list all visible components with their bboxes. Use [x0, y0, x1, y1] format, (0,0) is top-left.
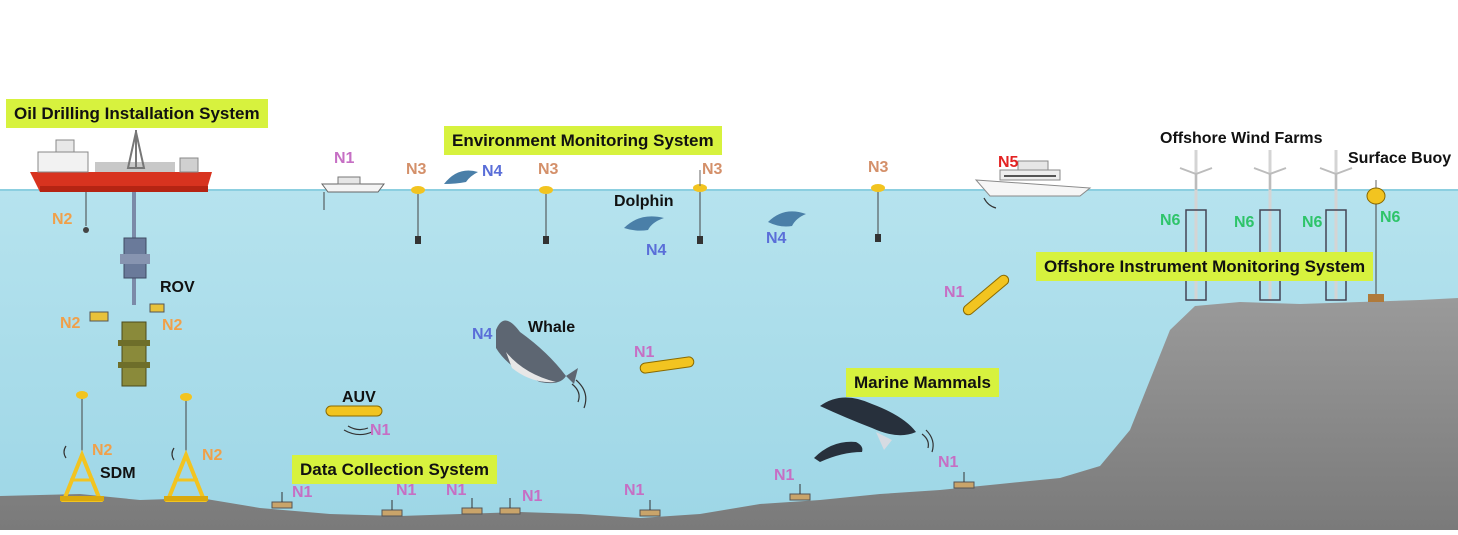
offshore-wind-farms-label: Offshore Wind Farms: [1160, 130, 1323, 147]
node-n2-label: N2: [202, 447, 223, 464]
seabed: [0, 298, 1458, 530]
seabed-node-icon: [639, 500, 661, 517]
seabed-node-icon: [789, 484, 811, 501]
node-n2-label: N2: [60, 315, 81, 332]
env-buoy-icon: [693, 170, 707, 244]
node-n4-label: N4: [482, 163, 503, 180]
node-n1-label: N1: [774, 467, 795, 484]
env-buoy-icon: [539, 186, 553, 244]
node-n1-label: N1: [370, 422, 391, 439]
oil-drilling-system-label: Oil Drilling Installation System: [6, 99, 268, 128]
node-n1-label: N1: [624, 482, 645, 499]
rov-label: ROV: [160, 279, 195, 296]
seabed-node-icon: [381, 500, 403, 517]
surface-buoy-label: Surface Buoy: [1348, 150, 1452, 167]
ship-sensor-icon: [83, 227, 89, 233]
env-buoy-icon: [411, 186, 425, 244]
whale-icon: [496, 320, 578, 384]
node-n1-label: N1: [334, 150, 355, 167]
node-n4-label: N4: [646, 242, 667, 259]
wellhead-icon: [118, 321, 150, 387]
node-n1-label: N1: [944, 284, 965, 301]
node-n6-label: N6: [1234, 214, 1255, 231]
signal-waves-icon: [63, 197, 997, 461]
drilling-ship-icon: [30, 130, 212, 192]
yacht-icon: [974, 160, 1092, 197]
node-n1-label: N1: [938, 454, 959, 471]
auv-icon: [639, 356, 695, 374]
whale-label: Whale: [528, 319, 576, 336]
environment-monitoring-system-label: Environment Monitoring System: [444, 126, 722, 155]
auv-icon: [325, 405, 383, 417]
data-collection-system-label: Data Collection System: [292, 455, 497, 484]
node-n5-label: N5: [998, 154, 1019, 171]
seabed-node-icon: [499, 498, 521, 515]
humpback-whale-icon: [814, 441, 863, 462]
dolphin-icon: [624, 216, 664, 231]
node-n2-label: N2: [52, 211, 73, 228]
seabed-node-icon: [461, 498, 483, 515]
sdm-tripod-icon: [60, 391, 104, 502]
node-n6-label: N6: [1302, 214, 1323, 231]
seabed-node-icon: [271, 492, 293, 509]
marine-mammals-label: Marine Mammals: [846, 368, 999, 397]
node-n3-label: N3: [702, 161, 723, 178]
auv-icon: [962, 274, 1010, 316]
sdm-label: SDM: [100, 465, 136, 482]
surface-buoy-icon: [1366, 180, 1386, 302]
humpback-whale-icon: [820, 397, 916, 450]
offshore-instrument-monitoring-system-label: Offshore Instrument Monitoring System: [1036, 252, 1374, 281]
small-boat-icon: [321, 176, 385, 210]
node-n1-label: N1: [522, 488, 543, 505]
node-n6-label: N6: [1380, 209, 1401, 226]
node-n3-label: N3: [538, 161, 559, 178]
node-n4-label: N4: [472, 326, 493, 343]
dolphin-icon: [444, 170, 478, 184]
node-n3-label: N3: [868, 159, 889, 176]
rov-icon: [120, 237, 150, 279]
dolphin-label: Dolphin: [614, 193, 674, 210]
node-n4-label: N4: [766, 230, 787, 247]
sdm-tripod-icon: [164, 393, 208, 502]
node-n2-label: N2: [92, 442, 113, 459]
node-n1-label: N1: [292, 484, 313, 501]
node-n3-label: N3: [406, 161, 427, 178]
dolphin-icon: [768, 211, 806, 227]
rov-vehicle-icon: [89, 303, 165, 322]
node-n1-label: N1: [396, 482, 417, 499]
seabed-node-icon: [953, 472, 975, 489]
env-buoy-icon: [871, 184, 885, 242]
node-n2-label: N2: [162, 317, 183, 334]
node-n6-label: N6: [1160, 212, 1181, 229]
node-n1-label: N1: [446, 482, 467, 499]
node-n1-label: N1: [634, 344, 655, 361]
auv-label: AUV: [342, 389, 376, 406]
